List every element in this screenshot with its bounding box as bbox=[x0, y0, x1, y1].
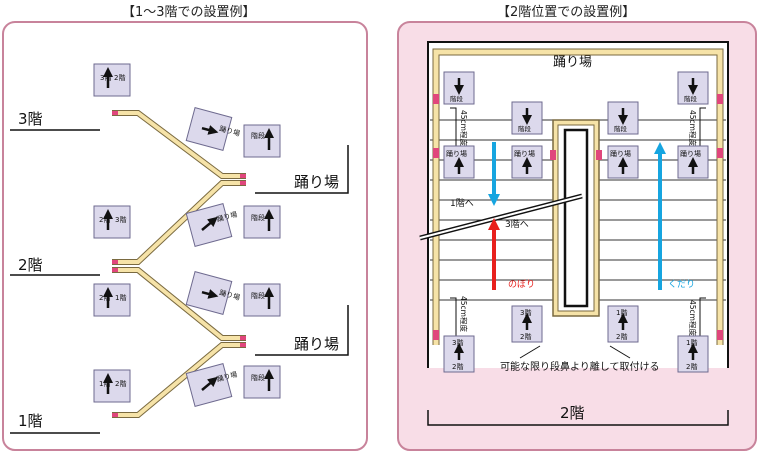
sign-r-3f-inner: 3階 2階 bbox=[511, 305, 543, 343]
sign-stairs-3f: 階段 bbox=[243, 124, 281, 158]
sign-2f-to-1f: 2階 1階 bbox=[93, 283, 131, 317]
section-break-line bbox=[419, 193, 583, 241]
note-leaders bbox=[519, 345, 631, 359]
svg-text:3階: 3階 bbox=[115, 215, 126, 224]
left-panel bbox=[2, 21, 368, 451]
sign-r-landing-2: 踊り場 bbox=[511, 145, 543, 179]
left-panel-title: 【1〜3階での設置例】 bbox=[122, 5, 256, 20]
svg-text:3階: 3階 bbox=[452, 338, 463, 347]
svg-text:1階: 1階 bbox=[686, 338, 697, 347]
dimension-label-2: 45cm程度 bbox=[688, 110, 698, 146]
svg-text:2階: 2階 bbox=[520, 332, 531, 341]
svg-text:階段: 階段 bbox=[614, 124, 628, 133]
landing-label-upper: 踊り場 bbox=[294, 173, 339, 191]
right-panel-title: 【2階位置での設置例】 bbox=[497, 5, 636, 20]
svg-text:2階: 2階 bbox=[99, 293, 110, 302]
floor-label-right: 2階 bbox=[560, 404, 585, 422]
sign-stairs-2f-upper: 階段 bbox=[243, 205, 281, 239]
sign-landing-mid-upper: 踊り場 bbox=[185, 203, 238, 247]
dimension-label-4: 45cm程度 bbox=[688, 300, 698, 336]
sign-stairs-2f-lower: 階段 bbox=[243, 283, 281, 317]
dimension-label-1: 45cm程度 bbox=[459, 110, 469, 146]
svg-text:階段: 階段 bbox=[684, 94, 698, 103]
sign-r-3f-outer: 3階 2階 bbox=[443, 335, 475, 373]
to-1f-label: 1階へ bbox=[450, 198, 474, 209]
installation-note: 可能な限り段鼻より離して取付ける bbox=[500, 360, 660, 373]
svg-text:踊り場: 踊り場 bbox=[446, 149, 467, 158]
sign-r-top-right: 階段 bbox=[677, 71, 709, 105]
svg-text:2階: 2階 bbox=[99, 215, 110, 224]
floor-width-line bbox=[427, 410, 729, 426]
svg-text:踊り場: 踊り場 bbox=[680, 149, 701, 158]
svg-text:3階: 3階 bbox=[520, 308, 531, 317]
svg-text:階段: 階段 bbox=[251, 373, 265, 382]
svg-text:階段: 階段 bbox=[251, 131, 265, 140]
sign-r-1f-outer: 1階 2階 bbox=[677, 335, 709, 373]
sign-3f-to-2f: 3階 2階 bbox=[93, 63, 131, 97]
landing-label-right: 踊り場 bbox=[553, 55, 592, 70]
svg-text:2階: 2階 bbox=[452, 362, 463, 371]
sign-r-1f-inner: 1階 2階 bbox=[607, 305, 639, 343]
svg-text:1階: 1階 bbox=[616, 308, 627, 317]
handrails-left bbox=[112, 110, 246, 418]
down-label: くだり bbox=[668, 279, 695, 290]
outer-handrail bbox=[432, 48, 724, 345]
to-3f-label: 3階へ bbox=[505, 219, 529, 230]
svg-text:2階: 2階 bbox=[616, 332, 627, 341]
svg-text:階段: 階段 bbox=[518, 124, 532, 133]
up-label: のぼり bbox=[508, 279, 535, 290]
up-arrow-to-3f bbox=[488, 218, 500, 290]
svg-text:1階: 1階 bbox=[115, 293, 126, 302]
landing-line-upper bbox=[255, 145, 349, 194]
svg-text:階段: 階段 bbox=[251, 213, 265, 222]
sign-r-inner-right: 階段 bbox=[607, 101, 639, 135]
svg-text:踊り場: 踊り場 bbox=[514, 149, 535, 158]
floor-label-2f: 2階 bbox=[18, 256, 43, 274]
sign-stairs-landing-lower: 踊り場 bbox=[185, 271, 241, 315]
svg-text:階段: 階段 bbox=[251, 291, 265, 300]
sign-1f-to-2f: 1階 2階 bbox=[93, 369, 131, 403]
sign-2f-to-3f: 2階 3階 bbox=[93, 205, 131, 239]
svg-text:2階: 2階 bbox=[115, 379, 126, 388]
floor-label-1f: 1階 bbox=[18, 412, 43, 430]
stairwell-walls bbox=[427, 41, 729, 368]
landing-label-lower: 踊り場 bbox=[294, 335, 339, 353]
sign-r-landing-1: 踊り場 bbox=[443, 145, 475, 179]
sign-r-landing-4: 踊り場 bbox=[677, 145, 709, 179]
down-arrow-to-1f bbox=[488, 142, 500, 206]
svg-text:踊り場: 踊り場 bbox=[610, 149, 631, 158]
sign-r-landing-3: 踊り場 bbox=[607, 145, 639, 179]
svg-text:2階: 2階 bbox=[114, 73, 125, 82]
svg-text:3階: 3階 bbox=[100, 73, 111, 82]
landing-line-lower bbox=[255, 305, 349, 356]
svg-text:1階: 1階 bbox=[99, 379, 110, 388]
sign-r-inner-left: 階段 bbox=[511, 101, 543, 135]
sign-r-top-left: 階段 bbox=[443, 71, 475, 105]
center-well bbox=[550, 119, 602, 317]
floor-label-3f: 3階 bbox=[18, 110, 43, 128]
dimension-label-3: 45cm程度 bbox=[459, 296, 469, 332]
down-direction-arrow-right bbox=[654, 142, 666, 290]
sign-stairs-1f: 階段 bbox=[243, 365, 281, 399]
svg-text:2階: 2階 bbox=[686, 362, 697, 371]
svg-text:階段: 階段 bbox=[450, 94, 464, 103]
